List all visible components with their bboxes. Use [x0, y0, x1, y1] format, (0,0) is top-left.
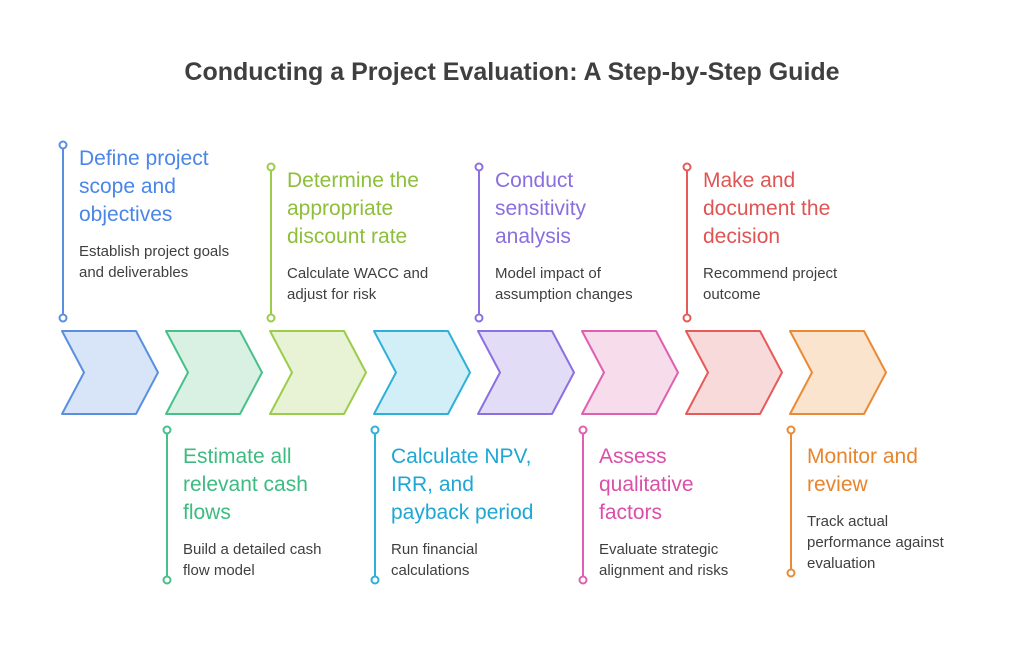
step-connector-dot-1-top	[58, 140, 68, 150]
step-chevron-1	[61, 330, 159, 415]
step-7-title: Make and document the decision	[703, 169, 831, 248]
step-connector-dot-8-top	[786, 425, 796, 435]
step-6-title: Assess qualitative factors	[599, 445, 694, 524]
step-6-description: Evaluate strategic alignment and risks	[599, 541, 729, 579]
step-chevron-6	[581, 330, 679, 415]
step-4-title: Calculate NPV, IRR, and payback period	[391, 445, 534, 524]
step-connector-dot-4-bottom	[370, 575, 380, 585]
step-chevron-7	[685, 330, 783, 415]
step-2-title: Estimate all relevant cash flows	[183, 445, 308, 524]
step-8-title: Monitor and review	[807, 445, 918, 496]
step-connector-dot-3-bottom	[266, 313, 276, 323]
step-connector-dot-1-bottom	[58, 313, 68, 323]
diagram-title: Conducting a Project Evaluation: A Step-…	[184, 58, 840, 86]
step-1-description: Establish project goals and deliverables	[79, 243, 230, 281]
step-5-description: Model impact of assumption changes	[495, 265, 633, 303]
step-connector-dot-2-bottom	[162, 575, 172, 585]
step-chevron-8	[789, 330, 887, 415]
step-8-description: Track actual performance against evaluat…	[807, 513, 944, 572]
step-connector-dot-5-bottom	[474, 313, 484, 323]
step-5-title: Conduct sensitivity analysis	[495, 169, 587, 248]
step-3-title: Determine the appropriate discount rate	[287, 169, 419, 248]
step-4-description: Run financial calculations	[391, 541, 478, 579]
step-2-description: Build a detailed cash flow model	[183, 541, 322, 579]
step-chevron-2	[165, 330, 263, 415]
step-connector-dot-3-top	[266, 162, 276, 172]
step-1-title: Define project scope and objectives	[79, 147, 209, 226]
step-connector-dot-6-bottom	[578, 575, 588, 585]
step-connector-dot-7-bottom	[682, 313, 692, 323]
step-connector-dot-5-top	[474, 162, 484, 172]
step-chevron-4	[373, 330, 471, 415]
step-connector-dot-7-top	[682, 162, 692, 172]
step-connector-dot-8-bottom	[786, 568, 796, 578]
step-3-description: Calculate WACC and adjust for risk	[287, 265, 429, 303]
step-connector-dot-4-top	[370, 425, 380, 435]
step-connector-dot-6-top	[578, 425, 588, 435]
step-connector-dot-2-top	[162, 425, 172, 435]
step-7-description: Recommend project outcome	[703, 265, 838, 303]
step-chevron-3	[269, 330, 367, 415]
step-chevron-5	[477, 330, 575, 415]
